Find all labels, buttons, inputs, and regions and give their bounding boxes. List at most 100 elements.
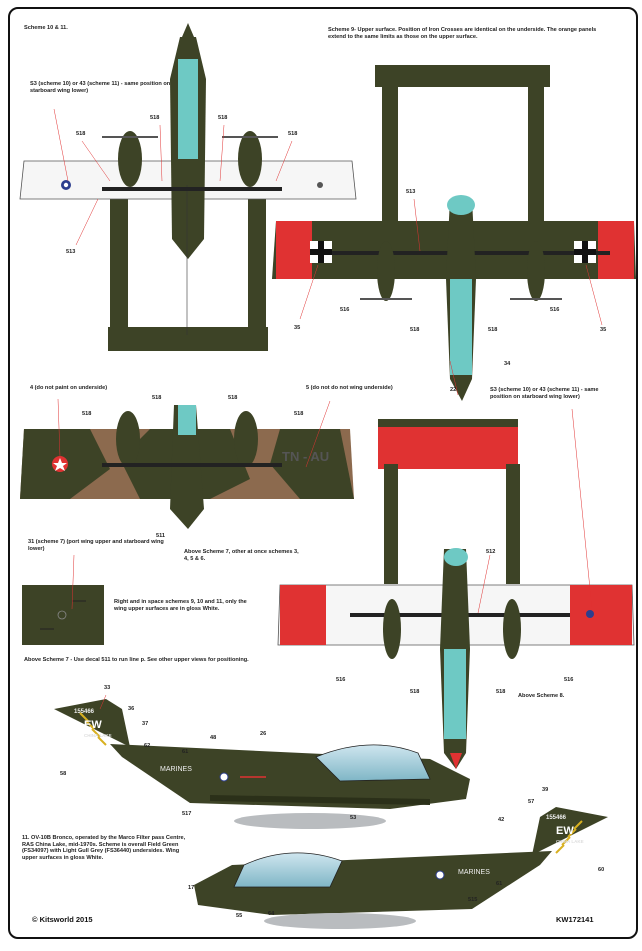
callout-60: 60 [598,867,605,873]
canopy-side-2 [233,852,343,888]
canopy-cyan [178,59,198,159]
callout-42: 42 [498,817,505,823]
wingtip-red-left [276,221,312,279]
callout-518-l: 518 [496,689,506,695]
scheme-title: Scheme 10 & 11. [24,25,68,31]
star-insignia-2 [586,610,594,618]
upper-surface-note: Scheme 9- Upper surface. Position of Iro… [328,27,597,40]
profile-caption: 11. OV-10B Bronco, operated by the Marco… [22,835,186,861]
fin-1 [54,699,130,747]
fin-2 [532,807,608,855]
drop-tank-1 [234,813,386,829]
callout-512: 512 [486,549,496,555]
callout-36: 36 [128,706,135,712]
note-right-in: Right and in space schemes 9, 10 and 11,… [114,599,247,612]
callout-39: 39 [542,787,549,793]
fin-serial-2: 155466 [546,815,567,821]
callout-61: 61 [182,749,189,755]
boom-upper-right [528,79,544,229]
callout-518-b: 518 [150,115,160,121]
callout-58: 58 [60,771,67,777]
callout-37: 37 [142,721,149,727]
sheet-code: KW172141 [556,915,594,924]
iron-cross-right [574,241,596,263]
callout-516-b: 516 [550,307,560,313]
note-c: 5 (do not do not wing underside) [306,385,393,391]
callout-48: 48 [210,735,217,741]
callout-518-h: 518 [228,395,238,401]
callout-518-i: 518 [82,411,92,417]
callout-518-k: 518 [410,689,420,695]
boom-upper-left [382,79,398,229]
note-b: 4 (do not paint on underside) [30,385,108,391]
drawing-canvas [19,23,636,929]
nose-red [450,753,462,769]
tail-boom-left [110,177,128,327]
sponson-strip [102,187,282,191]
wingtip-red-left-2 [280,585,326,645]
star-side-1 [219,772,229,782]
callout-17: 17 [188,885,195,891]
engine-right [238,131,262,187]
note-d: S3 (scheme 10) or 43 (scheme 11) - same … [490,387,599,400]
fin-code-2: EW [556,825,574,837]
fin-sub-2: CHINA LAKE [556,839,584,844]
view-upper-crosses [272,65,636,401]
wing-detail-patch [22,585,104,645]
wingtip-red-right [598,221,634,279]
fin-serial-1: 155466 [74,709,95,715]
callout-517: 517 [182,811,192,817]
view-upper-white [277,419,635,769]
callout-26: 26 [260,731,267,737]
note-above-s8: Above Scheme 8. [518,693,565,699]
canopy-side-1 [315,744,431,782]
callout-57: 57 [528,799,535,805]
fin-stripes-2 [555,820,583,854]
marking-right [317,182,323,188]
callout-518-d: 518 [288,131,298,137]
callout-513-b: 513 [406,189,416,195]
fuselage-text-2: MARINES [458,869,490,876]
callout-516-a: 516 [340,307,350,313]
engine-upper-right [527,241,545,301]
view-wing-detail [22,585,104,645]
callout-515: 515 [468,897,478,903]
star-side-2 [435,870,445,880]
profile-side-2 [194,807,608,929]
callout-518-g: 518 [152,395,162,401]
wingtip-red-right-2 [570,585,632,645]
callout-518-j: 518 [294,411,304,417]
engine-upper-left [377,241,395,301]
engine-left [118,131,142,187]
view-underside-white [19,23,357,351]
callout-511: 511 [156,533,166,539]
callout-35-b: 35 [600,327,607,333]
tail-boom-right [248,177,266,327]
callout-516-d: 516 [564,677,574,683]
callout-513-a: 513 [66,249,76,255]
drop-tank-2 [264,913,416,929]
note-above-s7-b: Above Scheme 7 - Use decal 511 to run li… [24,657,249,663]
tailplane-red [378,427,518,469]
callout-22: 22 [450,387,457,393]
fin-stripes-1 [79,712,107,746]
tail-code: TN - AU [282,449,330,464]
leader-lines [53,108,603,710]
tailplane-upper [375,65,550,87]
canopy-upper [450,279,472,375]
iron-cross-left [310,241,332,263]
view-camouflage [20,405,354,529]
profile-side-1 [54,699,470,829]
copyright: © Kitsworld 2015 [32,915,93,924]
note-e: 31 (scheme 7) (port wing upper and starb… [28,539,164,552]
callout-35-a: 35 [294,325,301,331]
callout-34: 34 [504,361,511,367]
callout-55: 55 [236,913,243,919]
tailplane [108,327,268,351]
tail-dome [447,195,475,215]
decal-sheet: Scheme 10 & 11. Scheme 9- Upper surface.… [8,7,638,939]
callout-33: 33 [104,685,111,691]
callout-64: 64 [268,911,275,917]
callout-518-a: 518 [76,131,86,137]
note-above-s7: Above Scheme 7, other at once schemes 3,… [184,549,299,562]
